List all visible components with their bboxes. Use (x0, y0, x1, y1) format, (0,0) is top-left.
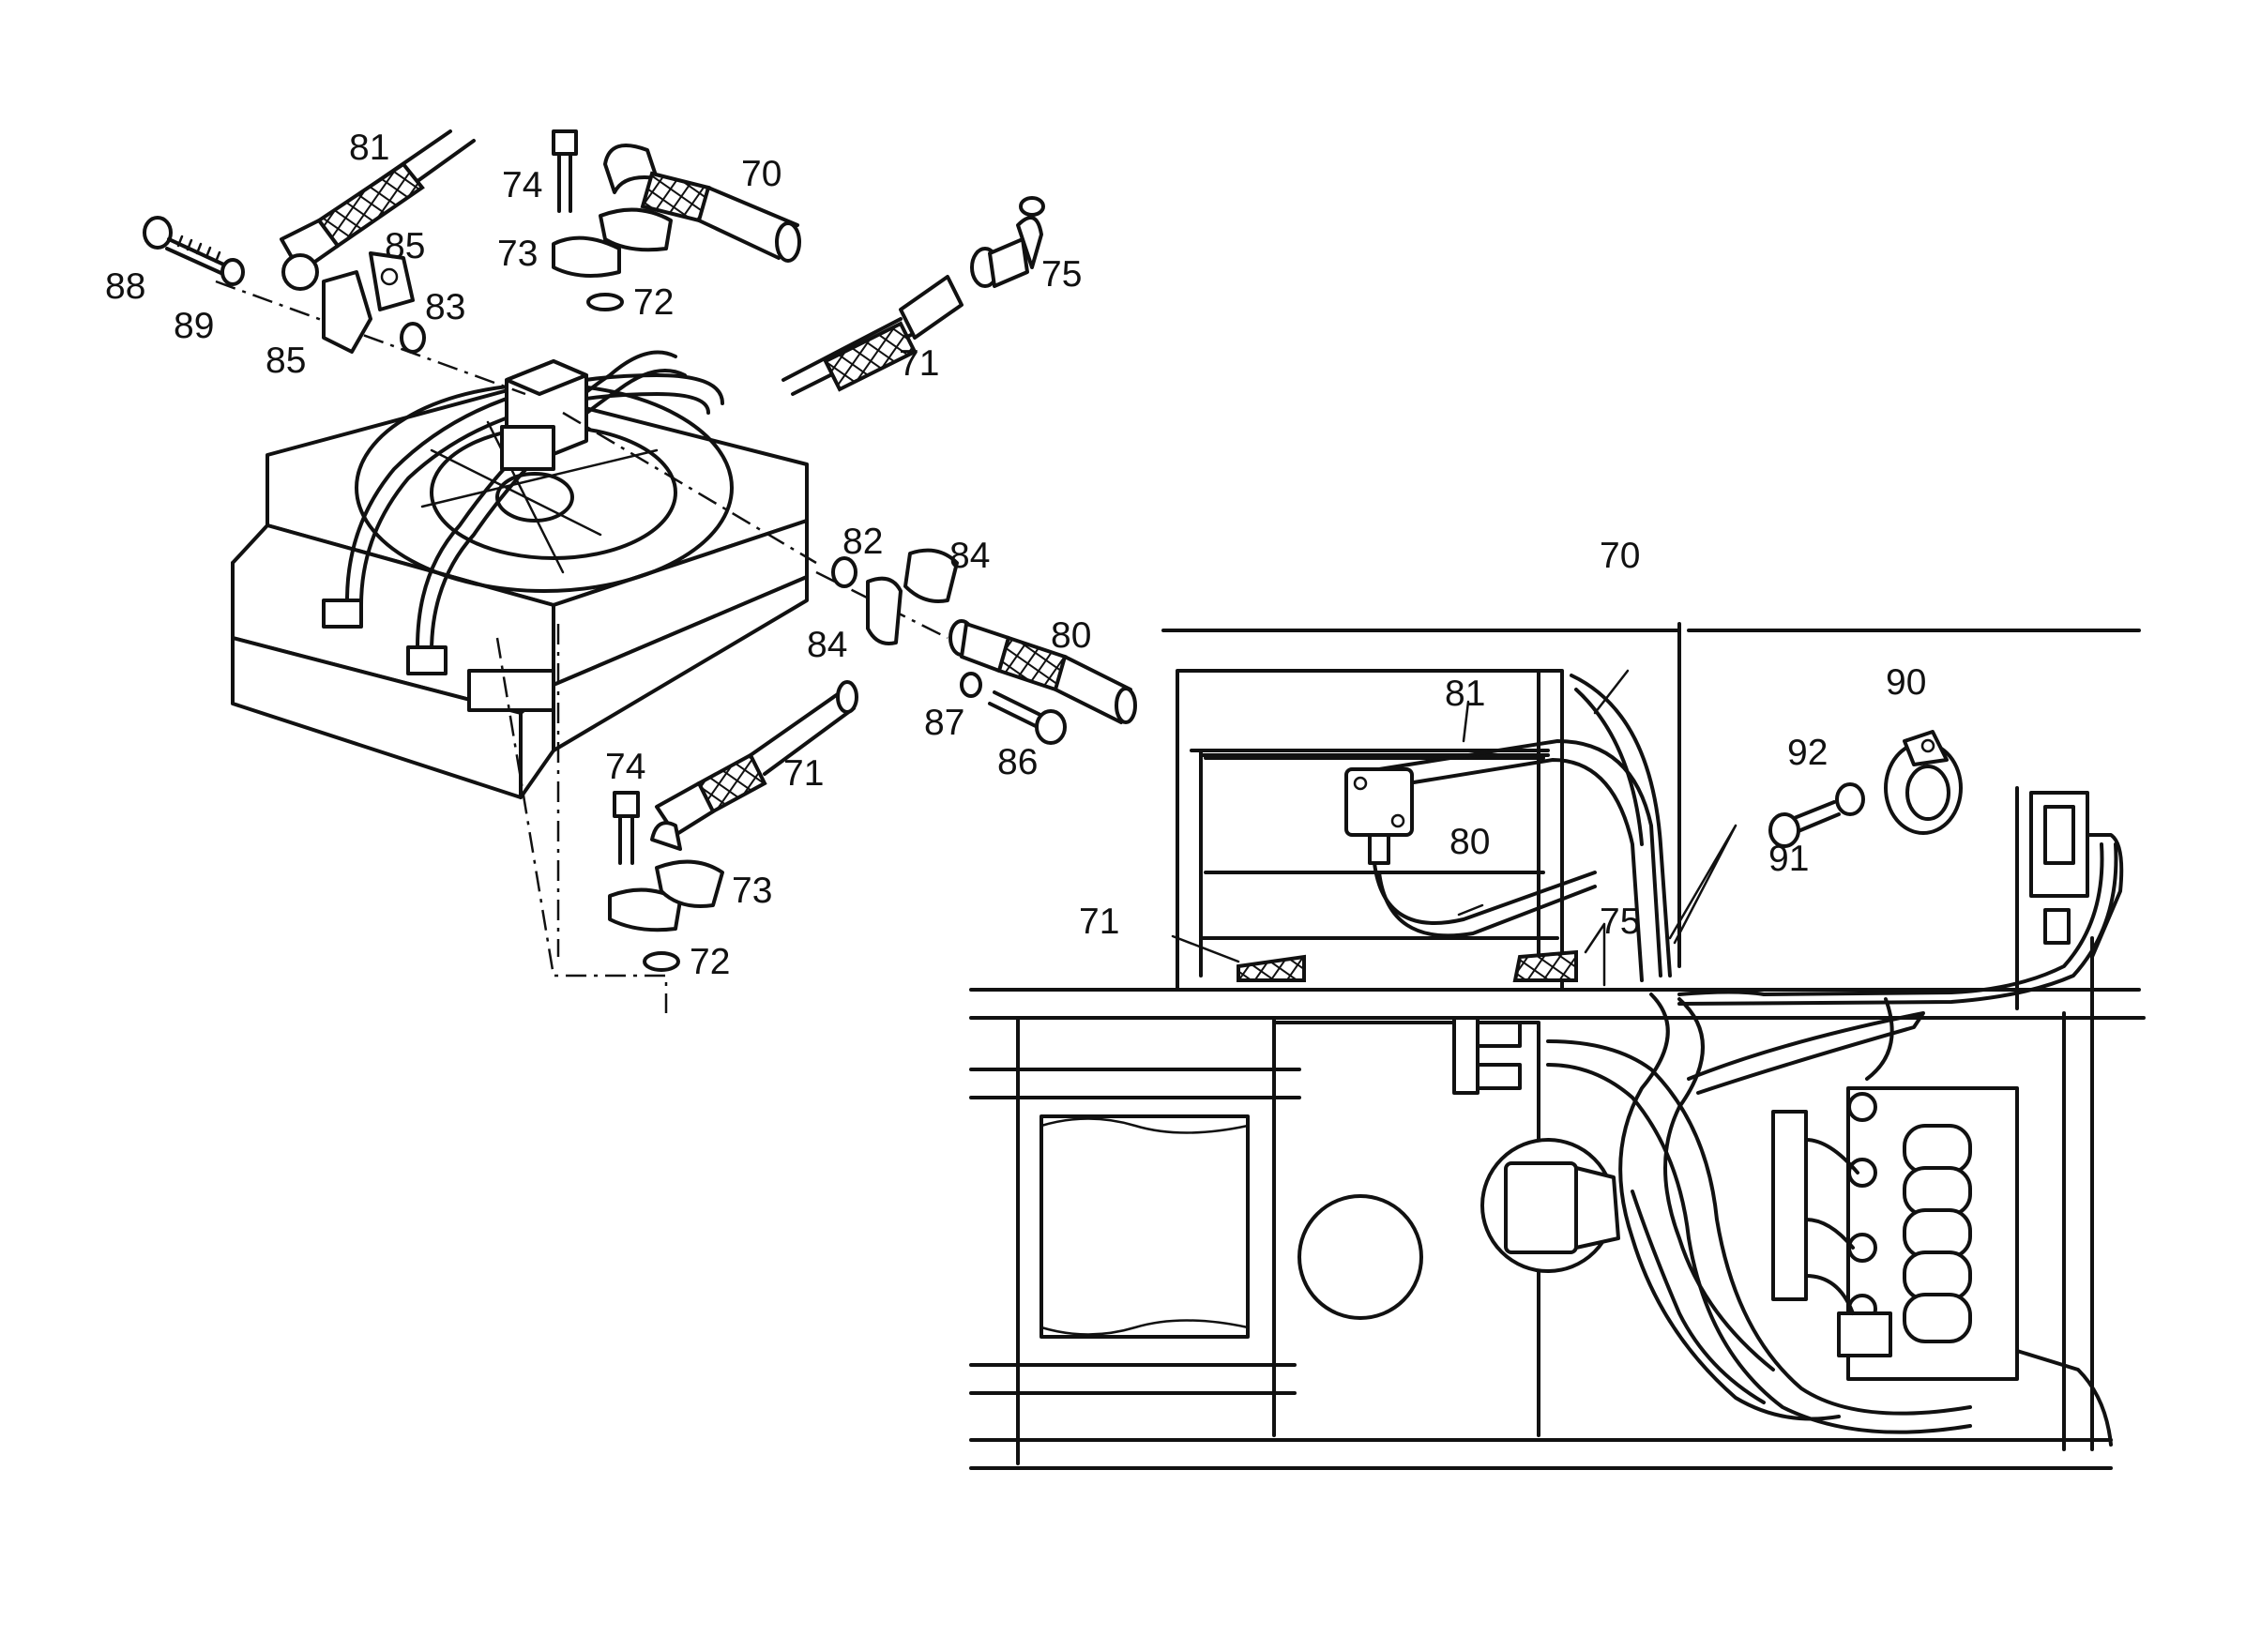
oil-cooler-unit (231, 350, 809, 799)
callout-86: 86 (997, 742, 1038, 782)
o-ring-72-lower (643, 951, 680, 972)
callout-70: 70 (1600, 536, 1640, 576)
flange-73-lower (608, 859, 724, 932)
bolt-74 (552, 129, 578, 213)
callout-91: 91 (1768, 839, 1809, 879)
exploded-view: 81 74 70 88 89 85 73 72 75 83 85 71 82 8… (105, 128, 1137, 1013)
tee-fitting (1344, 767, 1414, 865)
washer-87 (960, 672, 982, 698)
hose-71-upper (781, 275, 964, 396)
o-ring-72 (586, 293, 624, 311)
callout-72: 72 (633, 282, 674, 323)
split-flange-85 (322, 251, 415, 354)
callout-85: 85 (385, 226, 425, 266)
callout-73: 73 (732, 871, 772, 911)
bolt-91 (1768, 800, 1841, 848)
callout-80: 80 (1449, 822, 1490, 862)
callout-80: 80 (1051, 615, 1091, 656)
callout-87: 87 (924, 703, 964, 743)
bolt-86 (988, 690, 1067, 745)
callout-71: 71 (899, 343, 939, 384)
fitting-block (1452, 1016, 1522, 1095)
washer-89 (220, 258, 245, 286)
callout-81: 81 (1445, 674, 1485, 714)
callout-71: 71 (1079, 902, 1119, 942)
flange-73 (552, 207, 673, 278)
callout-88: 88 (105, 266, 145, 307)
washer-92 (1835, 782, 1865, 816)
callout-81: 81 (349, 128, 389, 168)
fitting-75 (970, 196, 1045, 288)
round-component (1480, 1138, 1620, 1273)
callout-72: 72 (690, 942, 730, 982)
o-ring-82 (831, 556, 857, 588)
hose-70 (603, 144, 801, 263)
callout-71: 71 (783, 753, 824, 794)
callout-84: 84 (807, 625, 847, 665)
hose-71-lower (650, 680, 858, 851)
callout-90: 90 (1886, 662, 1926, 703)
hose-80 (948, 619, 1137, 724)
callout-70: 70 (741, 154, 781, 194)
installed-hoses (1373, 674, 2118, 1434)
bolt-88 (143, 216, 232, 277)
callout-84: 84 (949, 536, 990, 576)
callout-74: 74 (605, 747, 645, 787)
o-ring-83 (400, 322, 426, 354)
callout-89: 89 (174, 306, 214, 346)
control-valve-bank (1771, 1086, 2113, 1447)
bolt-74-lower (613, 791, 640, 865)
hose-clamp-90 (1884, 730, 1963, 835)
callout-83: 83 (425, 287, 465, 327)
callout-82: 82 (842, 522, 883, 562)
callout-85: 85 (266, 341, 306, 381)
callout-75: 75 (1600, 902, 1640, 942)
callout-74: 74 (502, 165, 542, 205)
hose-81 (280, 129, 476, 291)
installed-view: 70 81 90 92 91 80 71 75 (969, 536, 2146, 1470)
callout-75: 75 (1041, 254, 1082, 295)
callout-92: 92 (1787, 733, 1828, 773)
junction-box (2029, 791, 2124, 959)
callout-73: 73 (497, 234, 538, 274)
split-flange-84 (866, 548, 959, 645)
